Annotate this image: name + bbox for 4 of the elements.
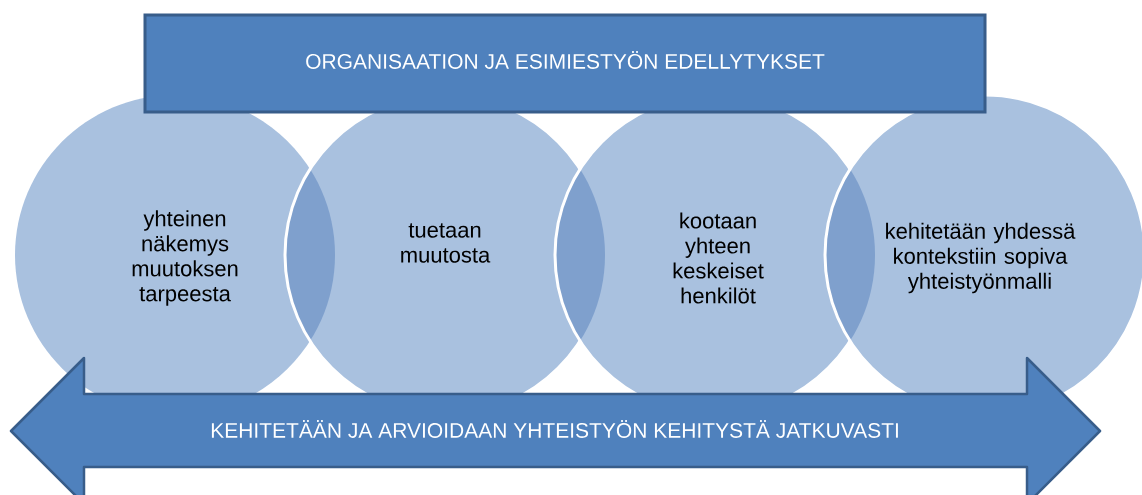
node-label: kootaan yhteen keskeiset henkilöt bbox=[673, 212, 764, 304]
node-label: tuetaan muutosta bbox=[401, 223, 491, 263]
banner-box: ORGANISAATION JA ESIMIESTYÖN EDELLYTYKSET bbox=[143, 13, 987, 114]
node-label: kehitetään yhdessä kontekstiin sopiva yhteistyönmalli bbox=[886, 222, 1076, 294]
